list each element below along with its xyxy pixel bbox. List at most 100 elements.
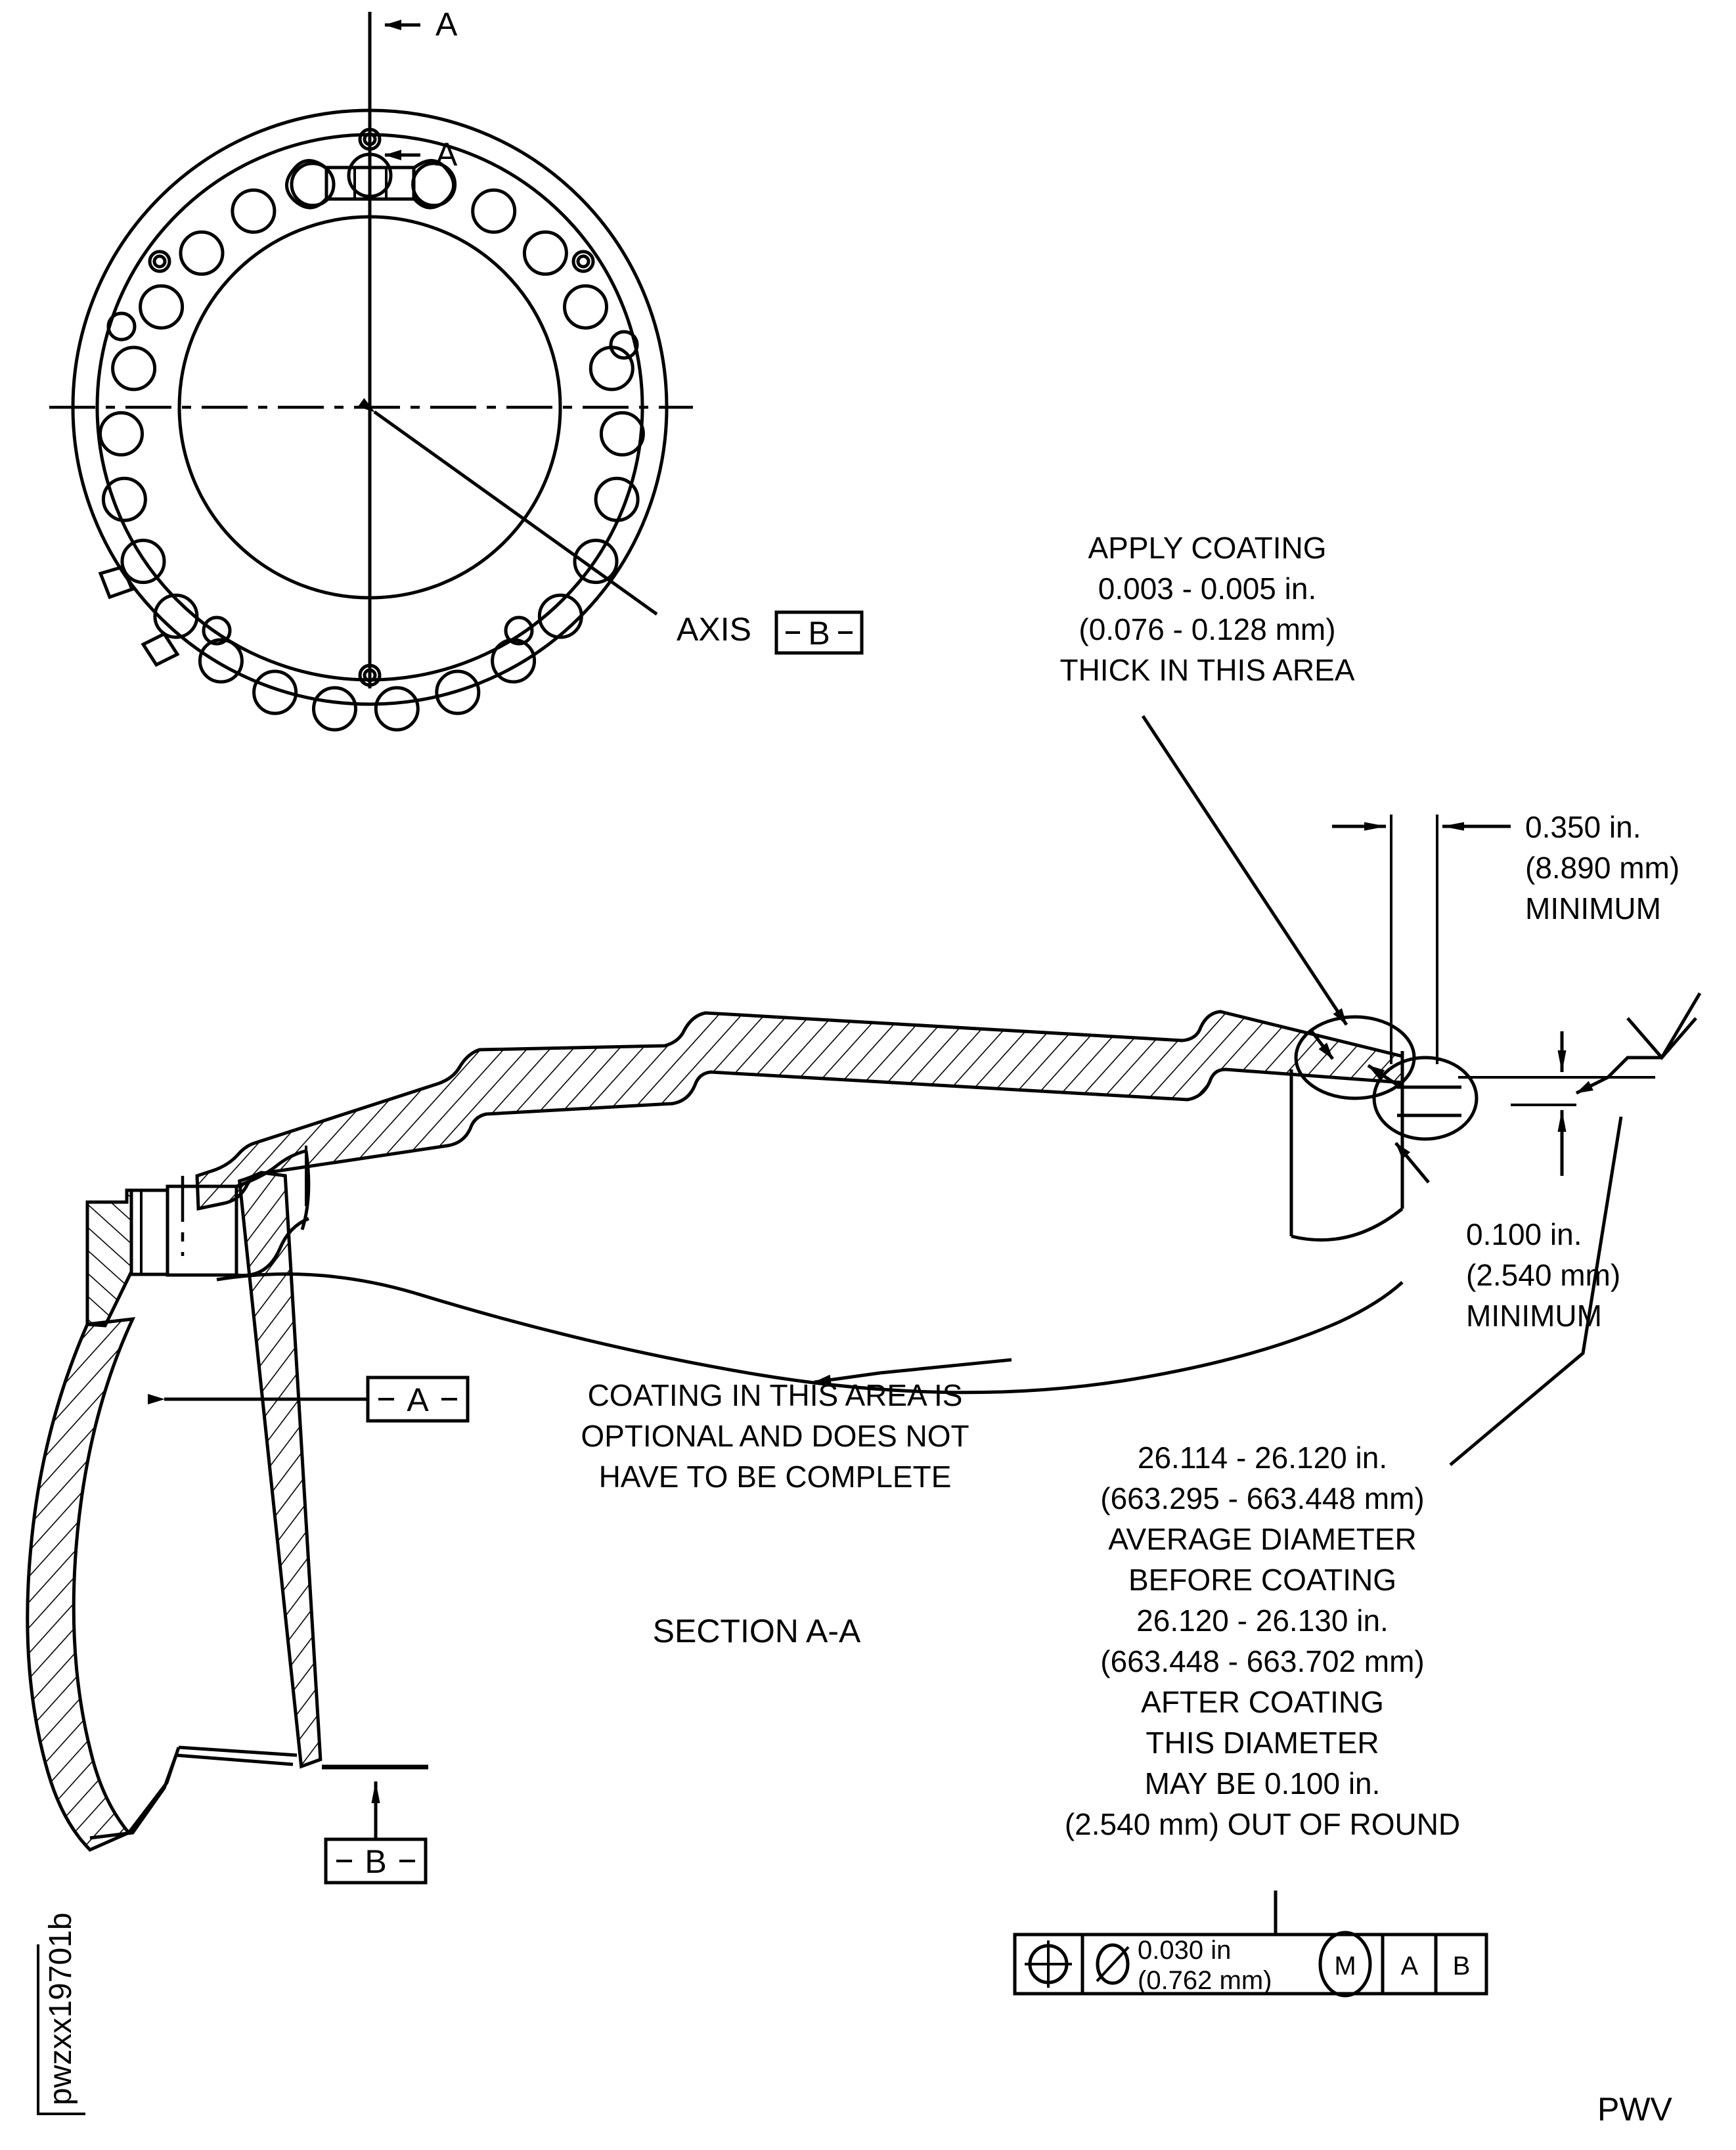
- mmc-modifier-icon: M: [1318, 1931, 1372, 1998]
- fcf-tolerance-mm: (0.762 mm): [1138, 1966, 1272, 1995]
- diameter-note-leader: [1449, 1116, 1623, 1466]
- hub-bore: [166, 1184, 238, 1277]
- feature-control-frame: 0.030 in (0.762 mm) M A B: [1013, 1891, 1488, 1998]
- diameter-note-line-9: MAY BE 0.100 in.: [1145, 1766, 1381, 1801]
- vent-holes: [106, 311, 639, 646]
- left-wall-section: [26, 1317, 136, 1852]
- hub-block-section: [85, 1188, 133, 1328]
- diameter-note-line-5: 26.120 - 26.130 in.: [1136, 1603, 1389, 1638]
- top-view-ring: A A AXIS B: [49, 6, 864, 732]
- axis-callout-label: AXIS: [677, 611, 751, 648]
- bolt-hole: [563, 284, 608, 330]
- sheet-code-left-group: pwzxx19701b: [37, 1912, 85, 2115]
- bolt-hole: [101, 476, 147, 522]
- datum-feature-symbol-b: B: [322, 1764, 428, 1885]
- left-hub-boss: [85, 1149, 309, 1328]
- sheet-code-right: PWV: [1597, 2091, 1673, 2128]
- fcf-tolerance-inch: 0.030 in: [1138, 1936, 1231, 1965]
- mmc-modifier-letter: M: [1334, 1952, 1356, 1981]
- surface-finish-leader: [1575, 1075, 1609, 1095]
- bolt-hole: [435, 669, 481, 715]
- bolt-hole: [594, 476, 640, 522]
- inner-contour-line: [216, 1272, 1404, 1395]
- datum-b-letter: B: [365, 1843, 386, 1880]
- rim-lug-features: [98, 564, 180, 667]
- optional-coating-line-1: COATING IN THIS AREA IS: [588, 1378, 963, 1412]
- section-arrow-label-top: A: [435, 6, 458, 43]
- outer-rim-circle: [71, 108, 669, 706]
- top-slot-feature: [285, 159, 455, 210]
- coating-bubble-leader: [1394, 1142, 1430, 1184]
- position-symbol-icon: [1025, 1940, 1072, 1988]
- height-dim-inch: 0.100 in.: [1466, 1217, 1582, 1251]
- vent-hole: [609, 330, 639, 360]
- bolt-hole: [290, 162, 336, 208]
- datum-a-box: [366, 1376, 470, 1423]
- bolt-hole: [312, 686, 357, 732]
- width-dimension-0350: 0.350 in. (8.890 mm) MINIMUM: [1332, 810, 1680, 1064]
- vent-hole: [202, 616, 232, 646]
- dowel-pin-hole: [148, 250, 171, 273]
- bolt-hole: [198, 638, 244, 684]
- datum-letter: B: [808, 615, 830, 652]
- diameter-note-line-1: 26.114 - 26.120 in.: [1138, 1441, 1387, 1475]
- fcf-primary-datum: A: [1401, 1952, 1419, 1981]
- bolt-hole: [491, 638, 537, 684]
- diameter-note-line-7: AFTER COATING: [1141, 1685, 1384, 1719]
- dowel-pin-hole: [358, 127, 382, 151]
- optional-coating-line-3: HAVE TO BE COMPLETE: [599, 1460, 952, 1494]
- bolt-hole: [589, 346, 634, 392]
- diameter-note-line-6: (663.448 - 663.702 mm): [1100, 1644, 1425, 1678]
- dowel-pin-holes: [148, 127, 595, 687]
- inner-bore-circle: [177, 215, 562, 600]
- height-dim-qualifier: MINIMUM: [1466, 1299, 1602, 1333]
- width-dim-qualifier: MINIMUM: [1525, 891, 1661, 926]
- apply-coating-line-1: APPLY COATING: [1088, 531, 1327, 565]
- optional-coating-line-2: OPTIONAL AND DOES NOT: [581, 1419, 969, 1453]
- diameter-note-line-8: THIS DIAMETER: [1146, 1726, 1379, 1760]
- width-dim-mm: (8.890 mm): [1525, 851, 1680, 885]
- machining-triangle-icon: [1626, 1017, 1697, 1060]
- diameter-symbol-icon: [1096, 1943, 1130, 1985]
- bolt-hole: [599, 411, 645, 457]
- apply-coating-line-4: THICK IN THIS AREA: [1059, 653, 1354, 687]
- apply-coating-note: APPLY COATING 0.003 - 0.005 in. (0.076 -…: [1059, 531, 1355, 1026]
- coating-bubble-lower: [1372, 1056, 1479, 1141]
- right-wall-section: [237, 1171, 323, 1769]
- hub-rim: [129, 1188, 169, 1276]
- datum-feature-symbol-a: A: [148, 1376, 470, 1423]
- section-title: SECTION A-A: [653, 1613, 861, 1649]
- section-arrow-label-inner: A: [435, 136, 458, 173]
- bolt-hole: [471, 188, 517, 234]
- optional-coating-leader: [814, 1358, 1012, 1385]
- diameter-note-line-2: (663.295 - 663.448 mm): [1100, 1481, 1425, 1515]
- bolt-hole: [99, 411, 144, 457]
- diameter-note-line-3: AVERAGE DIAMETER: [1108, 1522, 1416, 1556]
- bolt-hole: [374, 686, 420, 732]
- sheet-code-corner-mark: [37, 1944, 85, 2115]
- bolt-hole: [573, 539, 619, 585]
- vent-hole: [504, 616, 534, 646]
- coating-detail-callouts: [1294, 1015, 1479, 1184]
- dowel-pin-hole: [571, 250, 595, 273]
- coating-bubble-arrow-right: [1367, 1064, 1399, 1087]
- width-dim-inch: 0.350 in.: [1525, 810, 1641, 844]
- datum-feature-symbol-b-axis: B: [774, 610, 864, 655]
- bolt-hole: [231, 188, 277, 234]
- apply-coating-leader: [1141, 715, 1348, 1026]
- bolt-hole: [153, 593, 199, 639]
- bolt-hole: [537, 593, 583, 639]
- optional-coating-note: COATING IN THIS AREA IS OPTIONAL AND DOE…: [581, 1358, 1012, 1494]
- surface-finish-tail: [1660, 992, 1702, 1059]
- axis-leader-line: [358, 397, 658, 616]
- apply-coating-line-2: 0.003 - 0.005 in.: [1098, 571, 1316, 606]
- dowel-pin-hole: [358, 663, 382, 687]
- surface-finish-symbol: [1575, 992, 1702, 1095]
- datum-b-box: [324, 1837, 428, 1885]
- apply-coating-line-3: (0.076 - 0.128 mm): [1079, 612, 1335, 646]
- datum-box: [774, 610, 864, 655]
- bolt-hole: [252, 669, 298, 715]
- bolt-hole: [120, 539, 166, 585]
- bowl-bottom-closure: [89, 1745, 298, 1840]
